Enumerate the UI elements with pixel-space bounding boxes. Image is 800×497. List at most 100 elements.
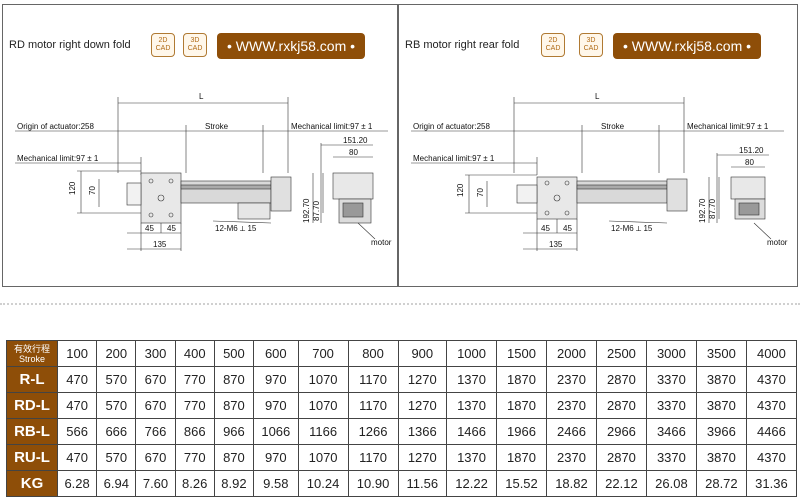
- table-cell: 1170: [347, 366, 399, 393]
- cad-2d-button[interactable]: 2D CAD: [151, 33, 175, 57]
- dim-origin: Origin of actuator:258: [17, 122, 94, 131]
- table-cell: 8.26: [174, 470, 215, 497]
- table-cell: 1870: [496, 444, 547, 471]
- table-cell: 570: [96, 444, 137, 471]
- cad-3d-button[interactable]: 3D CAD: [183, 33, 207, 57]
- table-cell: 1266: [347, 418, 399, 445]
- dim-135: 135: [549, 240, 563, 249]
- table-cell: 2870: [595, 366, 647, 393]
- table-cell: 31.36: [745, 470, 798, 497]
- stroke-value-cell: 800: [347, 340, 399, 367]
- dim-mech-left: Mechanical limit:97 ± 1: [413, 154, 495, 163]
- row-label-cell: RU-L: [6, 444, 58, 471]
- table-cell: 970: [253, 444, 299, 471]
- table-cell: 2370: [546, 444, 597, 471]
- table-cell: 1270: [397, 366, 448, 393]
- table-cell: 3466: [645, 418, 697, 445]
- dim-70: 70: [476, 188, 485, 197]
- dim-stroke: Stroke: [601, 122, 625, 131]
- table-cell: 966: [213, 418, 255, 445]
- table-cell: 7.60: [135, 470, 176, 497]
- dim-45b: 45: [563, 224, 572, 233]
- row-label-cell: RB-L: [6, 418, 58, 445]
- table-cell: 2870: [595, 444, 647, 471]
- dim-192-70: 192.70: [302, 198, 311, 223]
- website-link[interactable]: • WWW.rxkj58.com •: [613, 33, 762, 59]
- table-cell: 4370: [745, 444, 798, 471]
- table-cell: 470: [56, 444, 98, 471]
- dim-151: 151.20: [343, 136, 368, 145]
- table-cell: 570: [96, 366, 137, 393]
- table-cell: 3870: [695, 392, 747, 419]
- row-label-cell: KG: [6, 470, 58, 497]
- table-cell: 770: [174, 444, 215, 471]
- table-cell: 6.28: [56, 470, 98, 497]
- dim-120: 120: [68, 181, 77, 195]
- table-cell: 870: [213, 366, 255, 393]
- table-cell: 1070: [297, 392, 349, 419]
- table-cell: 566: [56, 418, 98, 445]
- stroke-value-cell: 3000: [645, 340, 697, 367]
- technical-drawing: L Origin of actuator:258 Stroke Mechanic…: [15, 92, 392, 251]
- stroke-value-cell: 300: [135, 340, 176, 367]
- stroke-value-cell: 1000: [446, 340, 498, 367]
- table-cell: 2370: [546, 392, 597, 419]
- table-cell: 670: [135, 392, 176, 419]
- table-cell: 26.08: [645, 470, 697, 497]
- table-cell: 1870: [496, 392, 547, 419]
- dim-45b: 45: [167, 224, 176, 233]
- cad-3d-button[interactable]: 3D CAD: [579, 33, 603, 57]
- stroke-value-cell: 200: [96, 340, 137, 367]
- table-cell: 3966: [695, 418, 747, 445]
- table-cell: 1270: [397, 392, 448, 419]
- table-cell: 766: [135, 418, 176, 445]
- cad-2d-button[interactable]: 2D CAD: [541, 33, 565, 57]
- technical-drawing: L Origin of actuator:258 Stroke Mechanic…: [411, 92, 788, 251]
- table-cell: 10.90: [347, 470, 399, 497]
- table-cell: 1070: [297, 366, 349, 393]
- stroke-value-cell: 4000: [745, 340, 798, 367]
- table-cell: 3870: [695, 444, 747, 471]
- table-cell: 8.92: [213, 470, 255, 497]
- dim-192-70: 192.70: [698, 198, 707, 223]
- table-cell: 18.82: [546, 470, 597, 497]
- table-cell: 570: [96, 392, 137, 419]
- table-cell: 1966: [496, 418, 547, 445]
- table-cell: 1370: [446, 366, 498, 393]
- table-cell: 12.22: [446, 470, 498, 497]
- dim-L: L: [595, 92, 600, 101]
- panel-rb-motor-right-rear-fold: RB motor right rear fold 2D CAD 3D CAD •…: [398, 4, 798, 287]
- table-cell: 2870: [595, 392, 647, 419]
- stroke-value-cell: 700: [297, 340, 349, 367]
- table-cell: 1066: [253, 418, 299, 445]
- stroke-value-cell: 600: [253, 340, 299, 367]
- stroke-value-cell: 100: [56, 340, 98, 367]
- website-link[interactable]: • WWW.rxkj58.com •: [217, 33, 366, 59]
- table-cell: 770: [174, 366, 215, 393]
- table-cell: 9.58: [253, 470, 299, 497]
- dim-origin: Origin of actuator:258: [413, 122, 490, 131]
- table-cell: 666: [96, 418, 137, 445]
- table-cell: 866: [174, 418, 215, 445]
- dim-80: 80: [745, 158, 754, 167]
- stroke-value-cell: 500: [213, 340, 255, 367]
- dim-screw: 12-M6 ⟂ 15: [215, 224, 257, 233]
- table-cell: 15.52: [496, 470, 547, 497]
- table-cell: 970: [253, 392, 299, 419]
- table-cell: 4370: [745, 366, 798, 393]
- table-cell: 10.24: [297, 470, 349, 497]
- dim-stroke: Stroke: [205, 122, 229, 131]
- table-cell: 3870: [695, 366, 747, 393]
- stroke-value-cell: 400: [174, 340, 215, 367]
- table-cell: 1170: [347, 444, 399, 471]
- dim-mech-left: Mechanical limit:97 ± 1: [17, 154, 99, 163]
- table-cell: 1370: [446, 392, 498, 419]
- table-cell: 6.94: [96, 470, 137, 497]
- dim-screw: 12-M6 ⟂ 15: [611, 224, 653, 233]
- dim-135: 135: [153, 240, 167, 249]
- table-cell: 970: [253, 366, 299, 393]
